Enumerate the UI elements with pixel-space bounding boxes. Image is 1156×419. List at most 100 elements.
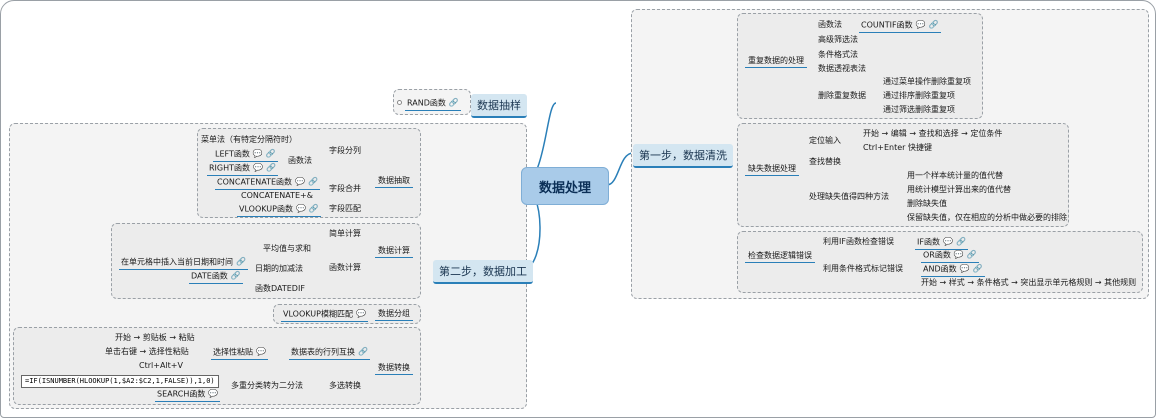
node-multi[interactable]: 多选转换 xyxy=(329,381,361,390)
node-del2[interactable]: 通过排序删除重复项 xyxy=(883,91,955,100)
node-cf-path[interactable]: 开始 → 样式 → 条件格式 → 突出显示单元格规则 → 其他规则 xyxy=(921,278,1137,287)
link-icon[interactable]: 🔗 xyxy=(308,204,319,213)
node-four4[interactable]: 保留缺失值，仅在相应的分析中做必要的排除 xyxy=(907,213,1067,222)
node-or-fn[interactable]: OR函数💬🔗 xyxy=(921,249,979,263)
dup-group xyxy=(737,13,983,119)
node-pivot[interactable]: 数据透视表法 xyxy=(818,64,866,73)
node-datedif[interactable]: 函数DATEDIF xyxy=(255,284,305,293)
link-icon[interactable]: 🔗 xyxy=(448,98,459,107)
extract-group xyxy=(197,128,421,218)
node-date-calc[interactable]: 日期的加减法 xyxy=(255,264,303,273)
node-if-check[interactable]: 利用IF函数检查错误 xyxy=(823,237,894,246)
node-multi-to-two[interactable]: 多重分类转为二分法 xyxy=(231,381,303,390)
comment-icon[interactable]: 💬 xyxy=(295,204,306,213)
node-cf-check[interactable]: 利用条件格式标记错误 xyxy=(823,264,903,273)
node-vlookup[interactable]: VLOOKUP函数💬🔗 xyxy=(237,203,321,217)
node-rand-label: RAND函数 xyxy=(407,98,446,108)
node-simple[interactable]: 简单计算 xyxy=(329,229,361,238)
node-concat1[interactable]: CONCATENATE函数💬🔗 xyxy=(215,176,320,190)
link-icon[interactable]: 🔗 xyxy=(265,149,276,158)
node-avg[interactable]: 平均值与求和 xyxy=(263,244,311,253)
link-icon[interactable]: 🔗 xyxy=(955,237,966,246)
node-menu-split[interactable]: 菜单法（有特定分隔符时） xyxy=(201,135,297,144)
node-p2[interactable]: 单击右键 → 选择性粘贴 xyxy=(105,347,189,356)
comment-icon[interactable]: 💬 xyxy=(253,163,263,172)
node-dup[interactable]: 重复数据的处理 xyxy=(745,55,807,68)
node-if-fn[interactable]: IF函数💬🔗 xyxy=(915,236,968,250)
node-locate2[interactable]: Ctrl+Enter 快捷键 xyxy=(863,143,932,152)
link-icon[interactable]: 🔗 xyxy=(358,347,368,356)
central-topic[interactable]: 数据处理 xyxy=(521,167,609,205)
main-topic-process[interactable]: 第二步，数据加工 xyxy=(433,260,533,284)
comment-icon[interactable]: 💬 xyxy=(252,149,263,158)
node-paste-special[interactable]: 选择性粘贴💬 xyxy=(211,346,268,360)
comment-icon[interactable]: 💬 xyxy=(256,347,266,356)
node-if-fn-label: IF函数 xyxy=(917,237,940,247)
calc-group xyxy=(111,223,421,299)
comment-icon[interactable]: 💬 xyxy=(959,264,970,273)
node-func-calc[interactable]: 函数计算 xyxy=(329,263,361,272)
node-calc[interactable]: 数据计算 xyxy=(375,245,413,258)
link-icon[interactable]: 🔗 xyxy=(266,163,276,172)
formula-box[interactable]: =IF(ISNUMBER(HLOOKUP(1,$A2:$C2,1,FALSE))… xyxy=(21,375,219,388)
comment-icon[interactable]: 💬 xyxy=(355,309,366,318)
node-paste-special-label: 选择性粘贴 xyxy=(213,347,253,357)
node-locate1[interactable]: 开始 → 编辑 → 查找和选择 → 定位条件 xyxy=(863,129,1003,138)
node-locate[interactable]: 定位输入 xyxy=(809,136,841,145)
node-cond-format[interactable]: 条件格式法 xyxy=(818,50,858,59)
comment-icon[interactable]: 💬 xyxy=(295,177,305,186)
node-left[interactable]: LEFT函数💬🔗 xyxy=(213,148,278,162)
convert-group xyxy=(13,327,421,405)
link-icon[interactable]: 🔗 xyxy=(230,271,241,280)
node-right[interactable]: RIGHT函数💬🔗 xyxy=(207,162,278,176)
node-delete-dup[interactable]: 删除重复数据 xyxy=(818,91,866,100)
node-concat2[interactable]: CONCATENATE+& xyxy=(241,191,313,200)
node-and-fn-label: AND函数 xyxy=(923,264,957,274)
main-topic-sample[interactable]: 数据抽样 xyxy=(471,94,527,118)
comment-icon[interactable]: 💬 xyxy=(942,237,953,246)
node-func-method[interactable]: 函数法 xyxy=(288,156,312,165)
node-transpose[interactable]: 数据表的行列互换🔗 xyxy=(289,346,370,360)
node-adv-filter[interactable]: 高级筛选法 xyxy=(818,35,858,44)
node-date-fn[interactable]: DATE函数🔗 xyxy=(189,270,243,284)
comment-icon[interactable]: 💬 xyxy=(915,20,926,29)
node-split[interactable]: 字段分列 xyxy=(329,146,361,155)
node-vlookup-fuzzy-label: VLOOKUP模糊匹配 xyxy=(283,309,353,319)
link-icon[interactable]: 🔗 xyxy=(928,20,939,29)
node-concat1-label: CONCATENATE函数 xyxy=(217,177,293,187)
node-p1[interactable]: 开始 → 剪贴板 → 粘贴 xyxy=(115,333,195,342)
node-merge[interactable]: 字段合并 xyxy=(329,184,361,193)
link-icon[interactable]: 🔗 xyxy=(236,257,246,266)
node-four1[interactable]: 用一个样本统计量的值代替 xyxy=(907,171,1003,180)
node-four3[interactable]: 删除缺失值 xyxy=(907,199,947,208)
node-convert[interactable]: 数据转换 xyxy=(375,362,413,375)
node-countif[interactable]: COUNTIF函数💬🔗 xyxy=(859,19,941,33)
node-rand[interactable]: RAND函数🔗 xyxy=(405,97,461,111)
node-vlookup-fuzzy[interactable]: VLOOKUP模糊匹配💬 xyxy=(281,308,368,322)
node-p3[interactable]: Ctrl+Alt+V xyxy=(139,361,183,370)
comment-icon[interactable]: 💬 xyxy=(208,389,219,398)
group-group xyxy=(273,304,421,324)
node-match[interactable]: 字段匹配 xyxy=(329,204,361,213)
node-del1[interactable]: 通过菜单操作删除重复项 xyxy=(883,77,971,86)
node-missing[interactable]: 缺失数据处理 xyxy=(745,163,799,176)
link-icon[interactable]: 🔗 xyxy=(966,250,977,259)
node-search[interactable]: SEARCH函数💬 xyxy=(155,388,221,402)
comment-icon[interactable]: 💬 xyxy=(953,250,964,259)
node-or-fn-label: OR函数 xyxy=(923,250,951,260)
node-four2[interactable]: 用统计模型计算出来的值代替 xyxy=(907,185,1011,194)
node-four[interactable]: 处理缺失值得四种方法 xyxy=(809,192,889,201)
node-countif-method[interactable]: 函数法 xyxy=(818,20,842,29)
node-group[interactable]: 数据分组 xyxy=(375,308,413,321)
link-icon[interactable]: 🔗 xyxy=(308,177,318,186)
main-topic-clean[interactable]: 第一步，数据清洗 xyxy=(633,144,733,168)
node-extract[interactable]: 数据抽取 xyxy=(375,175,413,188)
node-and-fn[interactable]: AND函数💬🔗 xyxy=(921,263,985,277)
node-logic[interactable]: 检查数据逻辑错误 xyxy=(745,250,815,263)
node-insert-date[interactable]: 在单元格中插入当前日期和时间🔗 xyxy=(119,256,248,270)
collapse-dot[interactable] xyxy=(397,100,402,105)
node-find[interactable]: 查找替换 xyxy=(809,157,841,166)
link-icon[interactable]: 🔗 xyxy=(972,264,983,273)
node-right-label: RIGHT函数 xyxy=(209,163,251,173)
node-del3[interactable]: 通过筛选删除重复项 xyxy=(883,105,955,114)
